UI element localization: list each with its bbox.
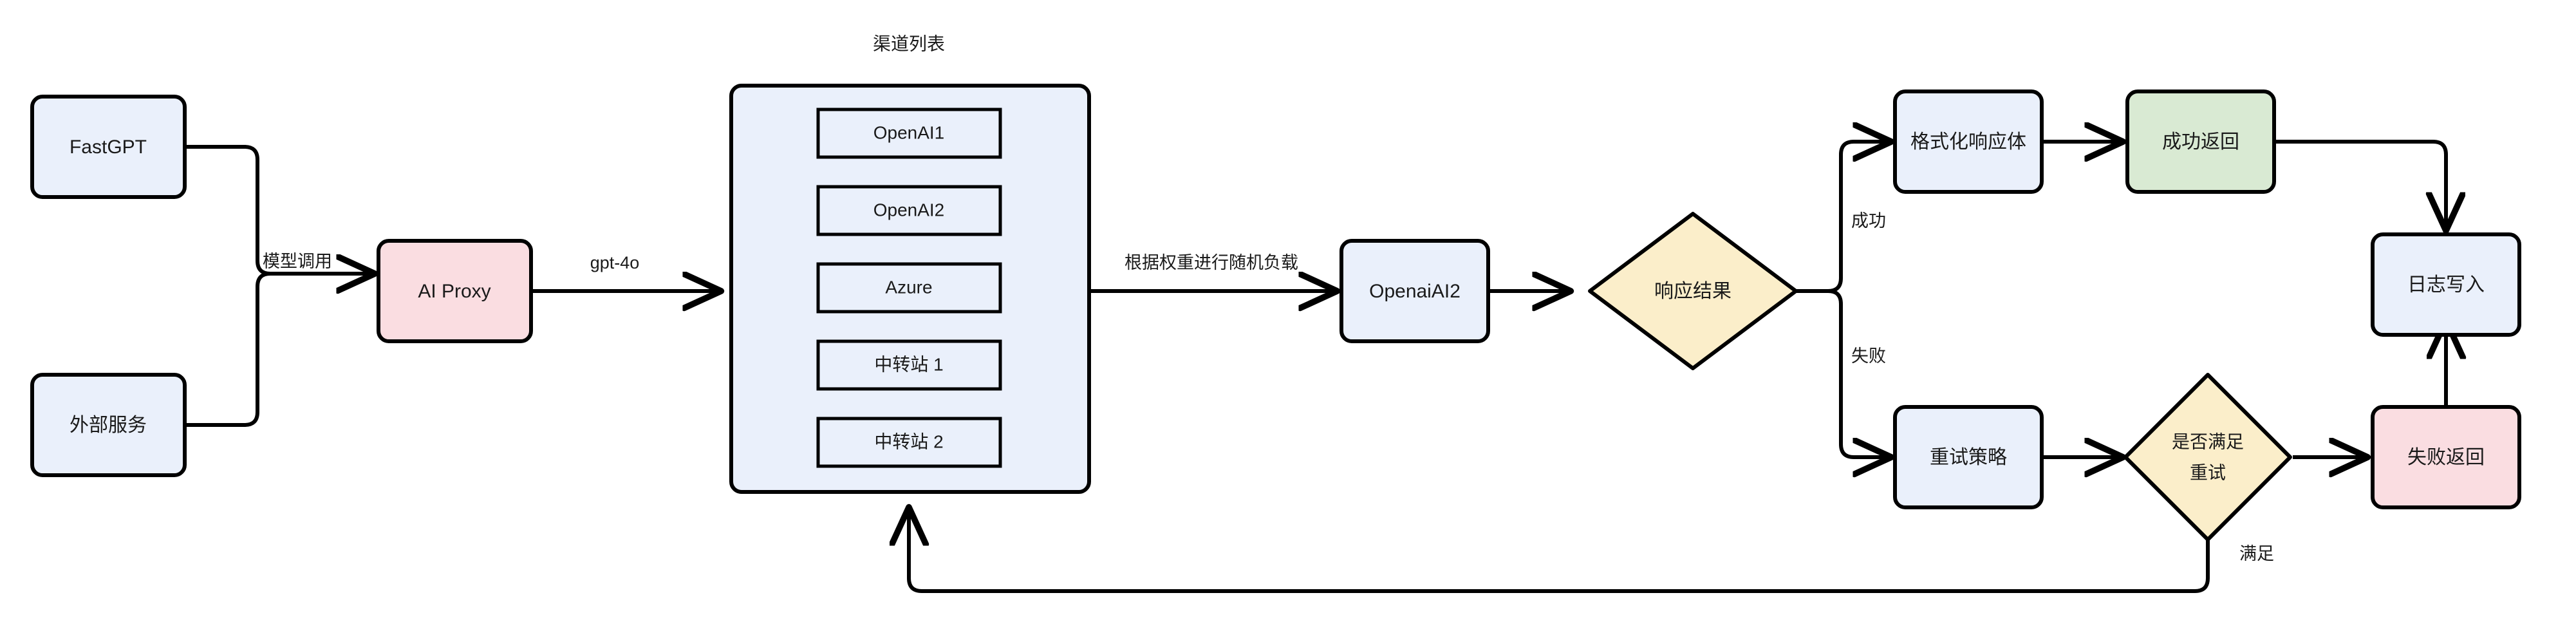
edge-success-to-log bbox=[2274, 140, 2446, 229]
node-format-response-body[interactable]: 格式化响应体 bbox=[1893, 90, 2044, 194]
edge-label-satisfied: 满足 bbox=[2239, 544, 2274, 563]
edge-proxy-to-channels: gpt-4o bbox=[531, 253, 720, 291]
channel-label-openai1: OpenAI1 bbox=[873, 122, 945, 142]
node-label-success-return: 成功返回 bbox=[2162, 131, 2239, 153]
node-log-write[interactable]: 日志写入 bbox=[2371, 232, 2521, 337]
node-label-failure-return: 失败返回 bbox=[2407, 447, 2485, 468]
node-label-external-service: 外部服务 bbox=[70, 415, 147, 436]
group-title-channel-list: 渠道列表 bbox=[873, 33, 945, 53]
node-label-fastgpt: FastGPT bbox=[70, 137, 147, 158]
node-retry-condition[interactable]: 是否满足 重试 bbox=[2123, 373, 2292, 542]
group-channel-list: 渠道列表 OpenAI1 OpenAI2 Azure 中转站 1 中转站 2 bbox=[729, 33, 1091, 494]
node-label-log-write: 日志写入 bbox=[2407, 274, 2485, 296]
channel-label-relay1: 中转站 1 bbox=[874, 354, 943, 374]
channel-label-openai2: OpenAI2 bbox=[873, 200, 945, 220]
edge-result-success: 成功 bbox=[1827, 142, 1890, 293]
edge-channels-to-openaiai2: 根据权重进行随机负载 bbox=[1091, 253, 1336, 291]
edge-external-to-proxy bbox=[185, 272, 271, 427]
node-label-retry-condition-line2: 重试 bbox=[2190, 462, 2226, 482]
node-external-service[interactable]: 外部服务 bbox=[30, 373, 187, 477]
edge-label-success: 成功 bbox=[1851, 211, 1886, 231]
node-fastgpt[interactable]: FastGPT bbox=[30, 95, 187, 199]
node-label-retry-condition-line1: 是否满足 bbox=[2172, 431, 2244, 451]
edge-label-model-call: 模型调用 bbox=[263, 252, 332, 271]
node-failure-return[interactable]: 失败返回 bbox=[2371, 405, 2521, 509]
node-label-format-response-body: 格式化响应体 bbox=[1910, 131, 2026, 153]
node-label-response-result: 响应结果 bbox=[1654, 281, 1731, 302]
channel-item-openai2[interactable]: OpenAI2 bbox=[816, 185, 1002, 236]
edge-label-gpt4o: gpt-4o bbox=[590, 253, 640, 272]
channel-item-azure[interactable]: Azure bbox=[816, 262, 1002, 314]
node-label-openaiai2: OpenaiAI2 bbox=[1369, 281, 1461, 302]
node-label-retry-strategy: 重试策略 bbox=[1930, 447, 2007, 468]
edge-result-failure: 失败 bbox=[1827, 289, 1890, 457]
edge-fastgpt-to-proxy: 模型调用 bbox=[185, 145, 373, 274]
channel-item-relay1[interactable]: 中转站 1 bbox=[816, 339, 1002, 391]
channel-item-relay2[interactable]: 中转站 2 bbox=[816, 417, 1002, 468]
edge-label-failure: 失败 bbox=[1851, 346, 1886, 366]
node-retry-strategy[interactable]: 重试策略 bbox=[1893, 405, 2044, 509]
edge-condition-retry-loop: 满足 bbox=[909, 509, 2274, 593]
node-openaiai2[interactable]: OpenaiAI2 bbox=[1339, 239, 1490, 343]
node-response-result[interactable]: 响应结果 bbox=[1588, 212, 1798, 370]
node-ai-proxy[interactable]: AI Proxy bbox=[377, 239, 533, 343]
node-success-return[interactable]: 成功返回 bbox=[2125, 90, 2276, 194]
channel-label-relay2: 中转站 2 bbox=[874, 431, 943, 451]
channel-label-azure: Azure bbox=[885, 277, 932, 297]
channel-item-openai1[interactable]: OpenAI1 bbox=[816, 108, 1002, 159]
edge-label-weighted-random-load: 根据权重进行随机负载 bbox=[1125, 253, 1298, 272]
node-label-ai-proxy: AI Proxy bbox=[418, 281, 490, 302]
